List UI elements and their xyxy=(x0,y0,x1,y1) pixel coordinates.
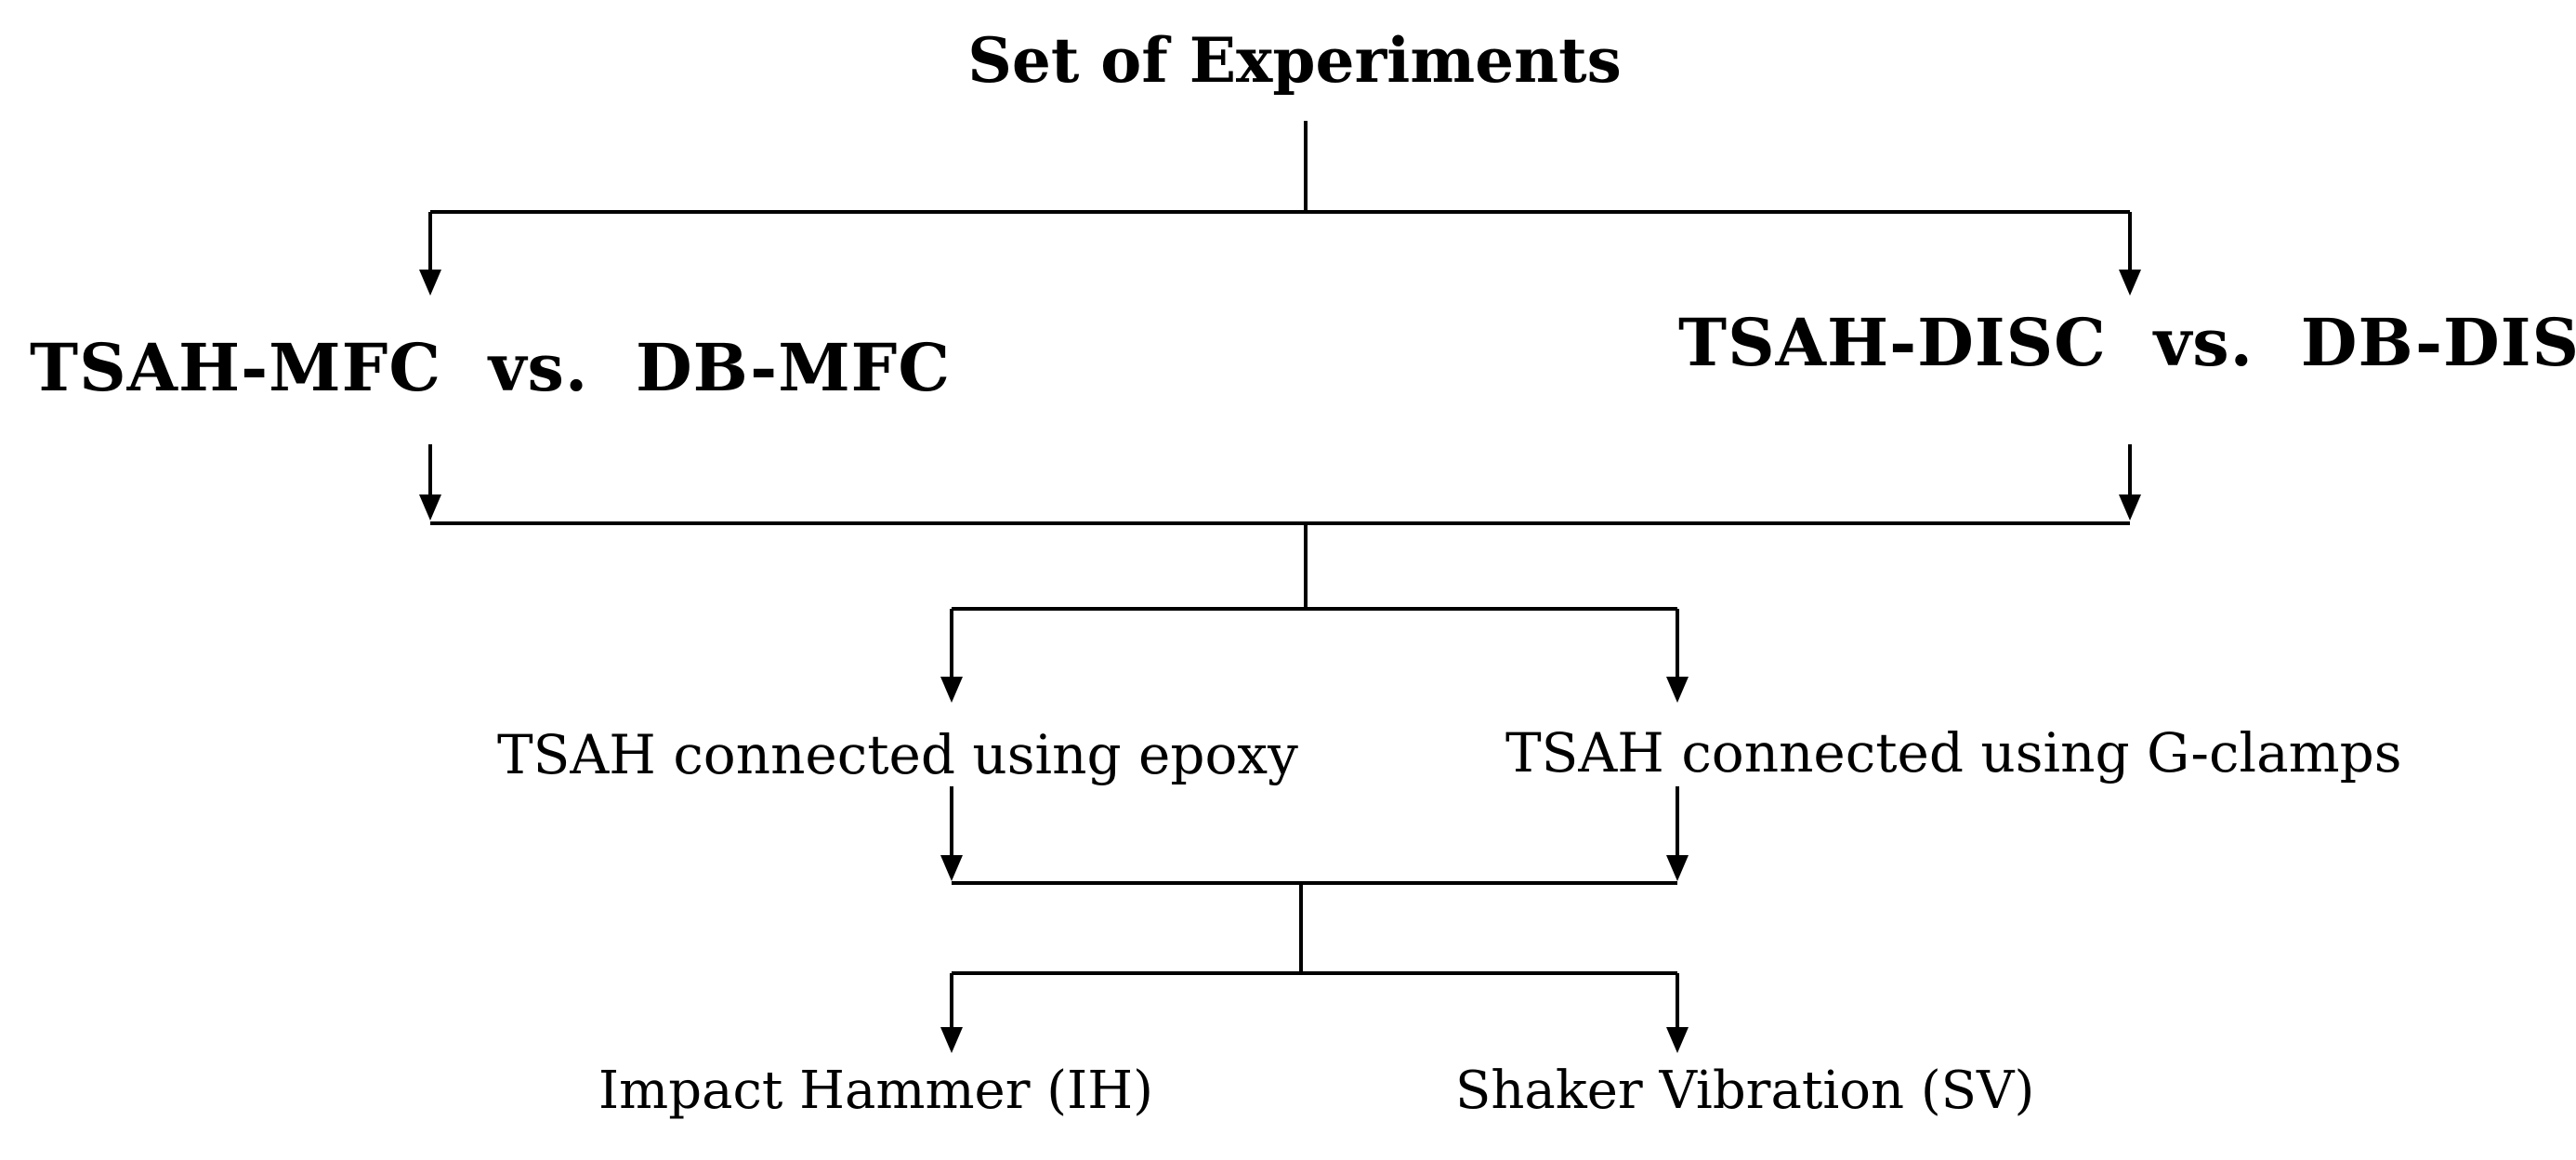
node-tsah-mfc-vs-db-mfc: TSAH-MFC vs. DB-MFC xyxy=(30,329,951,406)
node-tsah-disc-vs-db-disc: TSAH-DISC vs. DB-DISC xyxy=(1678,304,2576,381)
node-shaker-vibration: Shaker Vibration (SV) xyxy=(1455,1061,2034,1121)
arrowhead-from-mfc xyxy=(419,494,441,521)
diagram-title: Set of Experiments xyxy=(967,24,1622,97)
arrowhead-from-epoxy xyxy=(940,855,963,881)
node-tsah-gclamps: TSAH connected using G-clamps xyxy=(1505,721,2402,784)
arrowhead-to-gclamps xyxy=(1666,677,1689,703)
arrowhead-from-disc xyxy=(2119,494,2141,521)
node-impact-hammer: Impact Hammer (IH) xyxy=(598,1061,1153,1121)
arrowhead-to-mfc xyxy=(419,270,441,296)
arrowhead-to-disc xyxy=(2119,270,2141,296)
node-tsah-epoxy: TSAH connected using epoxy xyxy=(497,723,1298,786)
arrowhead-to-epoxy xyxy=(940,677,963,703)
arrowhead-to-shaker-vibration xyxy=(1666,1027,1689,1053)
arrowhead-to-impact-hammer xyxy=(940,1027,963,1053)
arrowhead-from-gclamps xyxy=(1666,855,1689,881)
